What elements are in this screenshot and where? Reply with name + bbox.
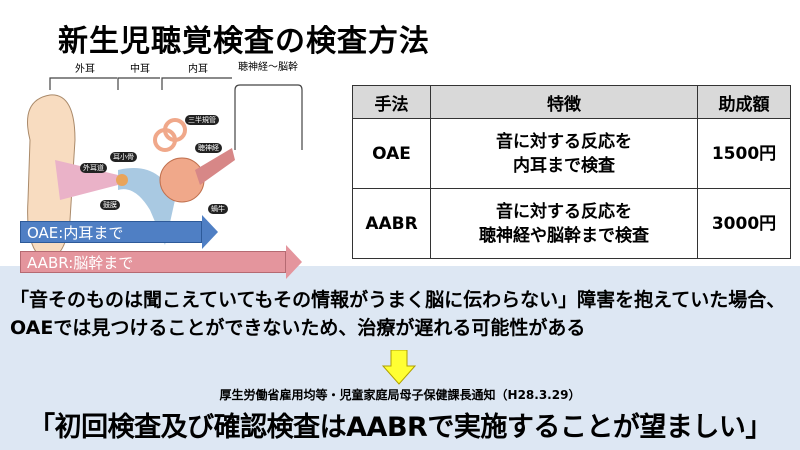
down-arrow-icon (381, 350, 417, 385)
part-ear-canal: 外耳道 (80, 163, 107, 173)
aabr-arrowhead-icon (286, 245, 302, 279)
feature-line: 音に対する反応を (496, 131, 632, 152)
region-inner-ear: 内耳 (188, 64, 208, 75)
table-header-row: 手法 特徴 助成額 (352, 85, 791, 119)
oae-range-arrow: OAE:内耳まで (20, 221, 202, 243)
header-method: 手法 (352, 85, 431, 119)
comparison-table: 手法 特徴 助成額 OAE 音に対する反応を内耳まで検査 1500円 AABR … (352, 85, 791, 259)
feature-line: 音に対する反応を (496, 201, 632, 222)
part-cochlea: 蝸牛 (208, 204, 228, 214)
region-nerve-brainstem: 聴神経〜脳幹 (238, 62, 298, 73)
oae-arrowhead-icon (202, 215, 218, 249)
ear-anatomy-illustration (27, 77, 303, 261)
feature-cell: 音に対する反応を聴神経や脳幹まで検査 (430, 188, 698, 259)
table-row: OAE 音に対する反応を内耳まで検査 1500円 (352, 118, 791, 189)
part-ossicles: 耳小骨 (110, 152, 137, 162)
method-cell: AABR (352, 188, 431, 259)
ear-diagram: 外耳 中耳 内耳 聴神経〜脳幹 外耳道 耳小骨 鼓膜 三半規管 聴神経 蝸牛 (0, 60, 340, 280)
slide-title: 新生児聴覚検査の検査方法 (58, 24, 430, 59)
header-subsidy: 助成額 (697, 85, 791, 119)
subsidy-cell: 3000円 (697, 188, 791, 259)
conclusion-text: 「初回検査及び確認検査はAABRで実施することが望ましい」 (28, 412, 772, 443)
part-eardrum: 鼓膜 (100, 200, 120, 210)
aabr-range-arrow: AABR:脳幹まで (20, 251, 286, 273)
feature-line: 聴神経や脳幹まで検査 (479, 225, 649, 246)
region-outer-ear: 外耳 (75, 64, 95, 75)
table-row: AABR 音に対する反応を聴神経や脳幹まで検査 3000円 (352, 188, 791, 259)
header-feature: 特徴 (430, 85, 698, 119)
subsidy-cell: 1500円 (697, 118, 791, 189)
feature-line: 内耳まで検査 (513, 155, 615, 176)
part-semicircular-canals: 三半規管 (185, 115, 219, 125)
warning-text: 「音そのものは聞こえていてもその情報がうまく脳に伝わらない」障害を抱えていた場合… (10, 289, 786, 339)
region-middle-ear: 中耳 (130, 64, 150, 75)
part-auditory-nerve: 聴神経 (195, 143, 222, 153)
method-cell: OAE (352, 118, 431, 189)
feature-cell: 音に対する反応を内耳まで検査 (430, 118, 698, 189)
source-citation: 厚生労働省雇用均等・児童家庭局母子保健課長通知（H28.3.29） (219, 388, 581, 402)
